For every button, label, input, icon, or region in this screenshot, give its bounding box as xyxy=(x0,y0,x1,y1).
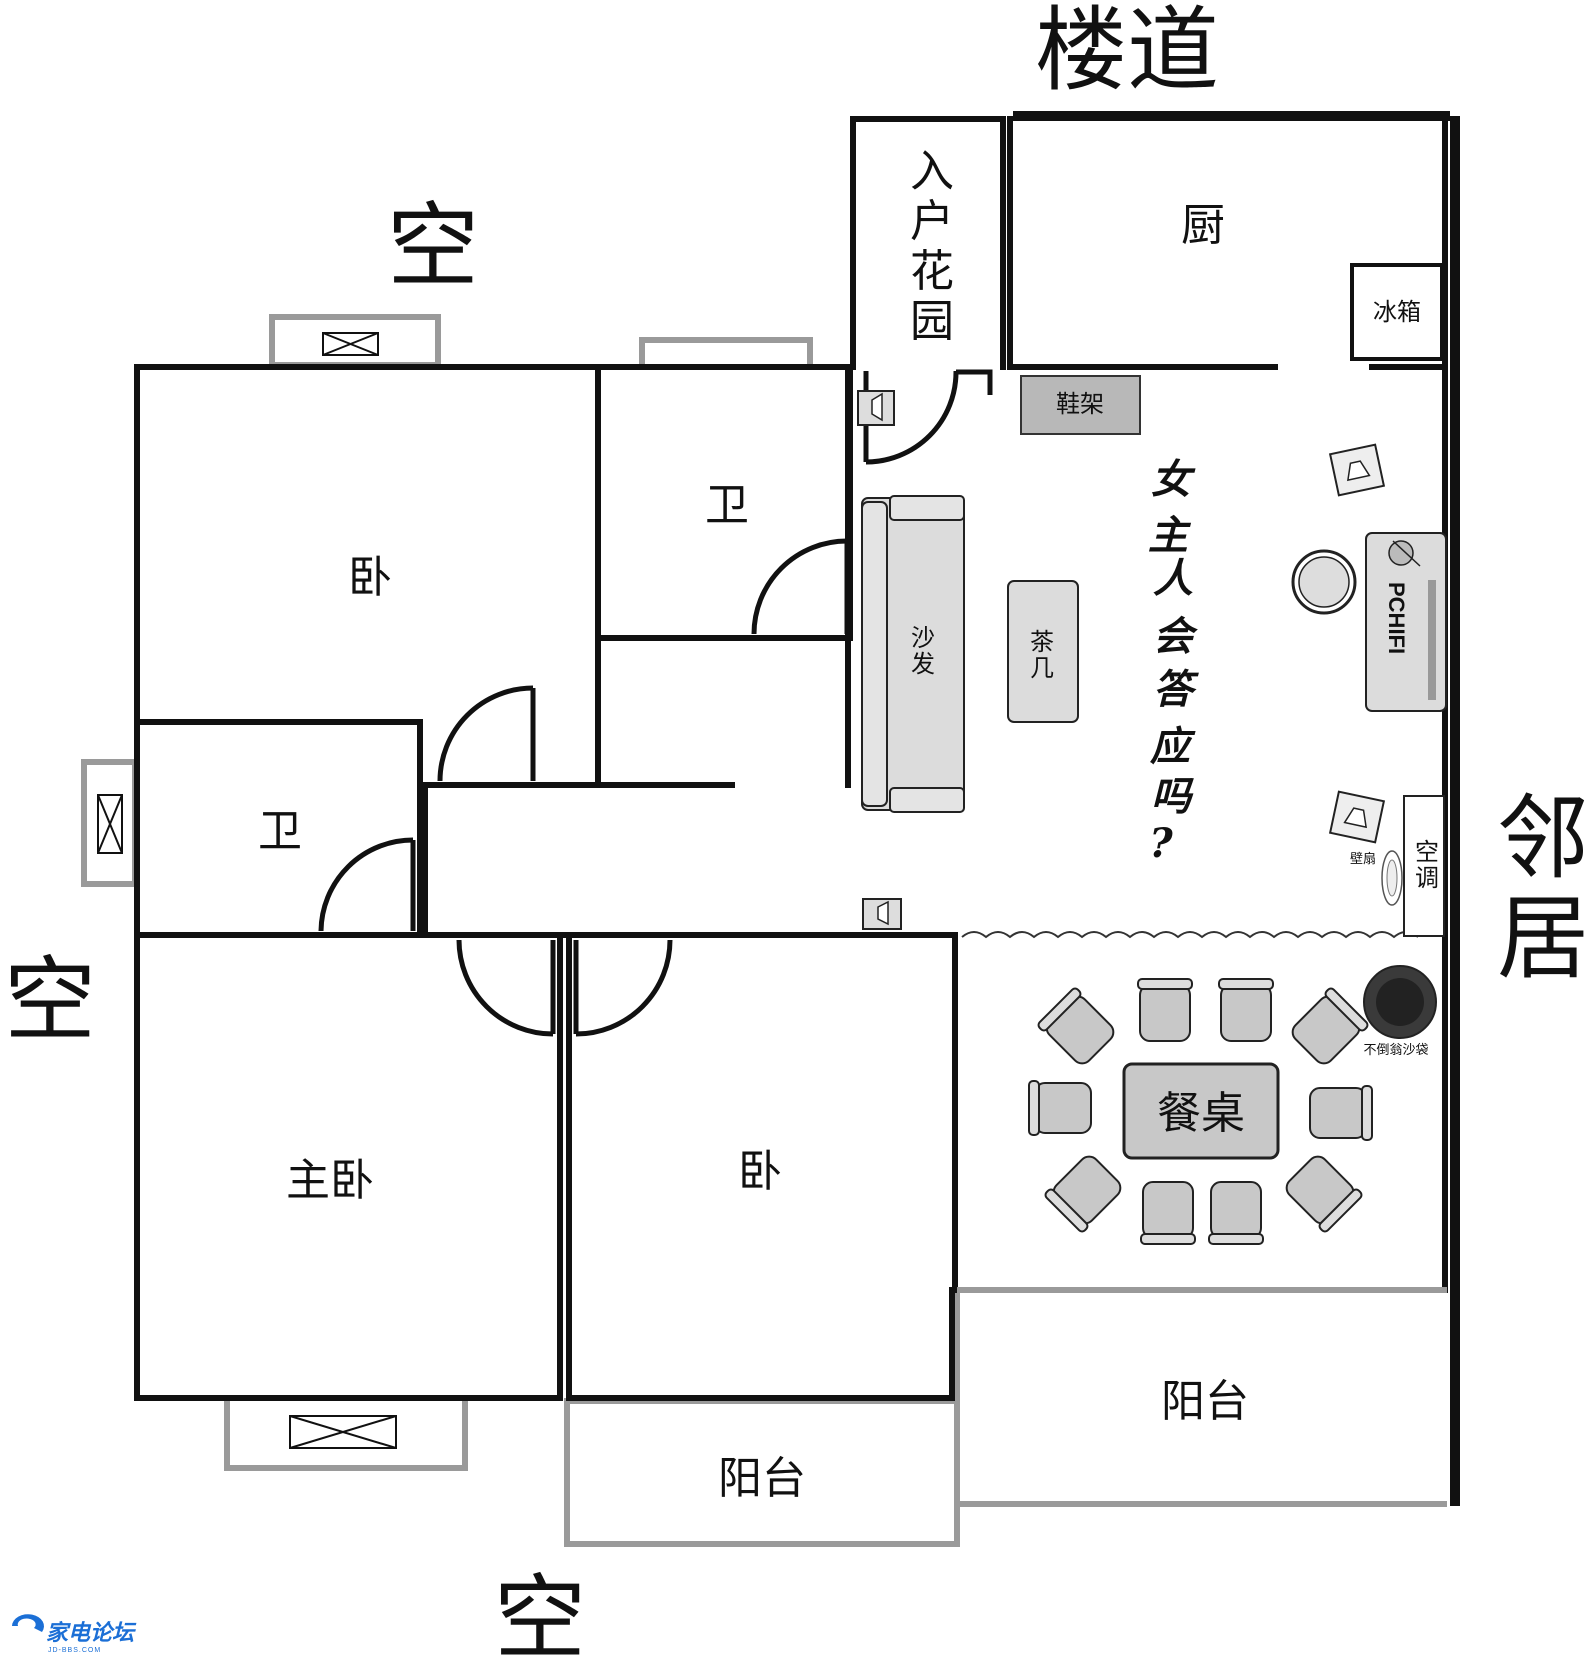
speaker-icon xyxy=(1328,443,1386,497)
balconies xyxy=(564,1287,1447,1547)
label-balcony-bottom: 阳台 xyxy=(718,1453,806,1504)
wall-bath-left-top xyxy=(134,719,423,938)
watermark-sub: JD-BBS.COM xyxy=(48,1647,101,1654)
label-sofa-1: 沙 xyxy=(911,624,935,652)
wall-fan-icon xyxy=(1381,850,1403,906)
chair-icon xyxy=(1044,1155,1122,1233)
note-char: 人 xyxy=(1153,555,1193,602)
window-top-middle xyxy=(639,337,813,370)
wall-outer-left xyxy=(134,364,563,1401)
label-wall-fan: 壁扇 xyxy=(1350,851,1376,867)
label-corridor: 楼道 xyxy=(1035,0,1219,104)
label-bath-left: 卫 xyxy=(258,806,302,857)
note-char: ? xyxy=(1149,820,1173,867)
label-neighbor-1: 邻 xyxy=(1497,785,1589,892)
label-empty-bottom: 空 xyxy=(494,1565,586,1660)
label-entry-garden-3: 花 xyxy=(910,246,954,297)
chair-icon xyxy=(1309,1085,1373,1141)
watermark-logo: 家电论坛 JD-BBS.COM xyxy=(12,1614,137,1654)
label-fridge: 冰箱 xyxy=(1373,298,1421,326)
chair-icon xyxy=(1285,1155,1363,1233)
dining-table xyxy=(1122,1062,1280,1160)
furniture xyxy=(857,375,1447,1245)
doors xyxy=(318,369,993,1037)
label-air-conditioner-2: 调 xyxy=(1415,864,1439,892)
beanbag-icon xyxy=(1363,965,1437,1039)
label-bath-top: 卫 xyxy=(705,480,749,531)
label-sofa-2: 发 xyxy=(911,650,935,678)
label-master-bedroom: 主卧 xyxy=(286,1155,374,1206)
chair-icon xyxy=(1028,1080,1092,1136)
door-bath-top xyxy=(751,538,850,635)
balcony-bottom-outline xyxy=(564,1398,960,1547)
label-coffee-table-2: 几 xyxy=(1030,654,1054,682)
speaker-icon xyxy=(857,390,895,426)
label-kitchen: 厨 xyxy=(1181,200,1225,251)
label-air-conditioner-1: 空 xyxy=(1415,838,1439,866)
dining-chairs xyxy=(1028,978,1373,1245)
note-char: 吗 xyxy=(1151,773,1194,820)
pc-hifi xyxy=(1365,532,1447,712)
door-bath-left xyxy=(318,837,416,932)
window-top-left-cross-b xyxy=(322,332,379,356)
wall-bottom-bedroom xyxy=(566,1287,955,1401)
windows xyxy=(81,314,813,1471)
label-shoe-rack: 鞋架 xyxy=(1056,390,1104,418)
label-entry-garden-1: 入 xyxy=(910,146,954,197)
door-bedroom-top xyxy=(437,685,536,782)
shoe-rack xyxy=(1020,375,1141,435)
logo-swirl-icon xyxy=(12,1614,44,1632)
label-coffee-table-1: 茶 xyxy=(1030,628,1054,656)
label-bedroom-bottom: 卧 xyxy=(738,1146,782,1197)
air-conditioner xyxy=(1403,795,1445,937)
label-pc-hifi: PCHIFI xyxy=(1384,582,1409,654)
note-char: 会 xyxy=(1153,613,1198,660)
round-table xyxy=(1291,549,1357,615)
note-char: 主 xyxy=(1148,512,1192,559)
handwritten-note: 女 主 人 会 答 应 吗 ? xyxy=(1148,456,1199,867)
wall-entry-garden xyxy=(850,116,1006,370)
label-entry-garden-4: 园 xyxy=(910,296,954,347)
note-char: 应 xyxy=(1149,723,1196,770)
coffee-table xyxy=(1007,580,1079,723)
watermark-text: 家电论坛 xyxy=(46,1620,137,1645)
label-entry-garden-2: 户 xyxy=(910,196,954,247)
sofa xyxy=(861,495,965,813)
curtain xyxy=(961,931,1419,939)
chair-icon xyxy=(1140,1181,1196,1245)
chair-icon xyxy=(1137,978,1193,1042)
window-left-cross-b xyxy=(97,794,123,854)
speaker-icon xyxy=(1328,790,1386,844)
chair-icon xyxy=(1037,987,1115,1065)
label-bedroom-top: 卧 xyxy=(348,552,392,603)
label-empty-top: 空 xyxy=(387,193,479,300)
door-master xyxy=(456,939,556,1037)
note-char: 女 xyxy=(1151,456,1196,503)
fridge-box xyxy=(1350,263,1444,361)
label-empty-left: 空 xyxy=(4,947,96,1054)
window-bottom-cross-b xyxy=(289,1415,397,1449)
door-bedroom-bottom xyxy=(573,939,673,1037)
label-balcony-right: 阳台 xyxy=(1161,1376,1249,1427)
chair-icon xyxy=(1208,1181,1264,1245)
label-beanbag: 不倒翁沙袋 xyxy=(1363,1043,1428,1058)
chair-icon xyxy=(1218,978,1274,1042)
note-char: 答 xyxy=(1153,666,1199,713)
label-neighbor-2: 居 xyxy=(1497,885,1589,992)
chair-icon xyxy=(1291,987,1369,1065)
speaker-icon xyxy=(862,898,902,930)
label-dining-table: 餐桌 xyxy=(1157,1088,1245,1139)
